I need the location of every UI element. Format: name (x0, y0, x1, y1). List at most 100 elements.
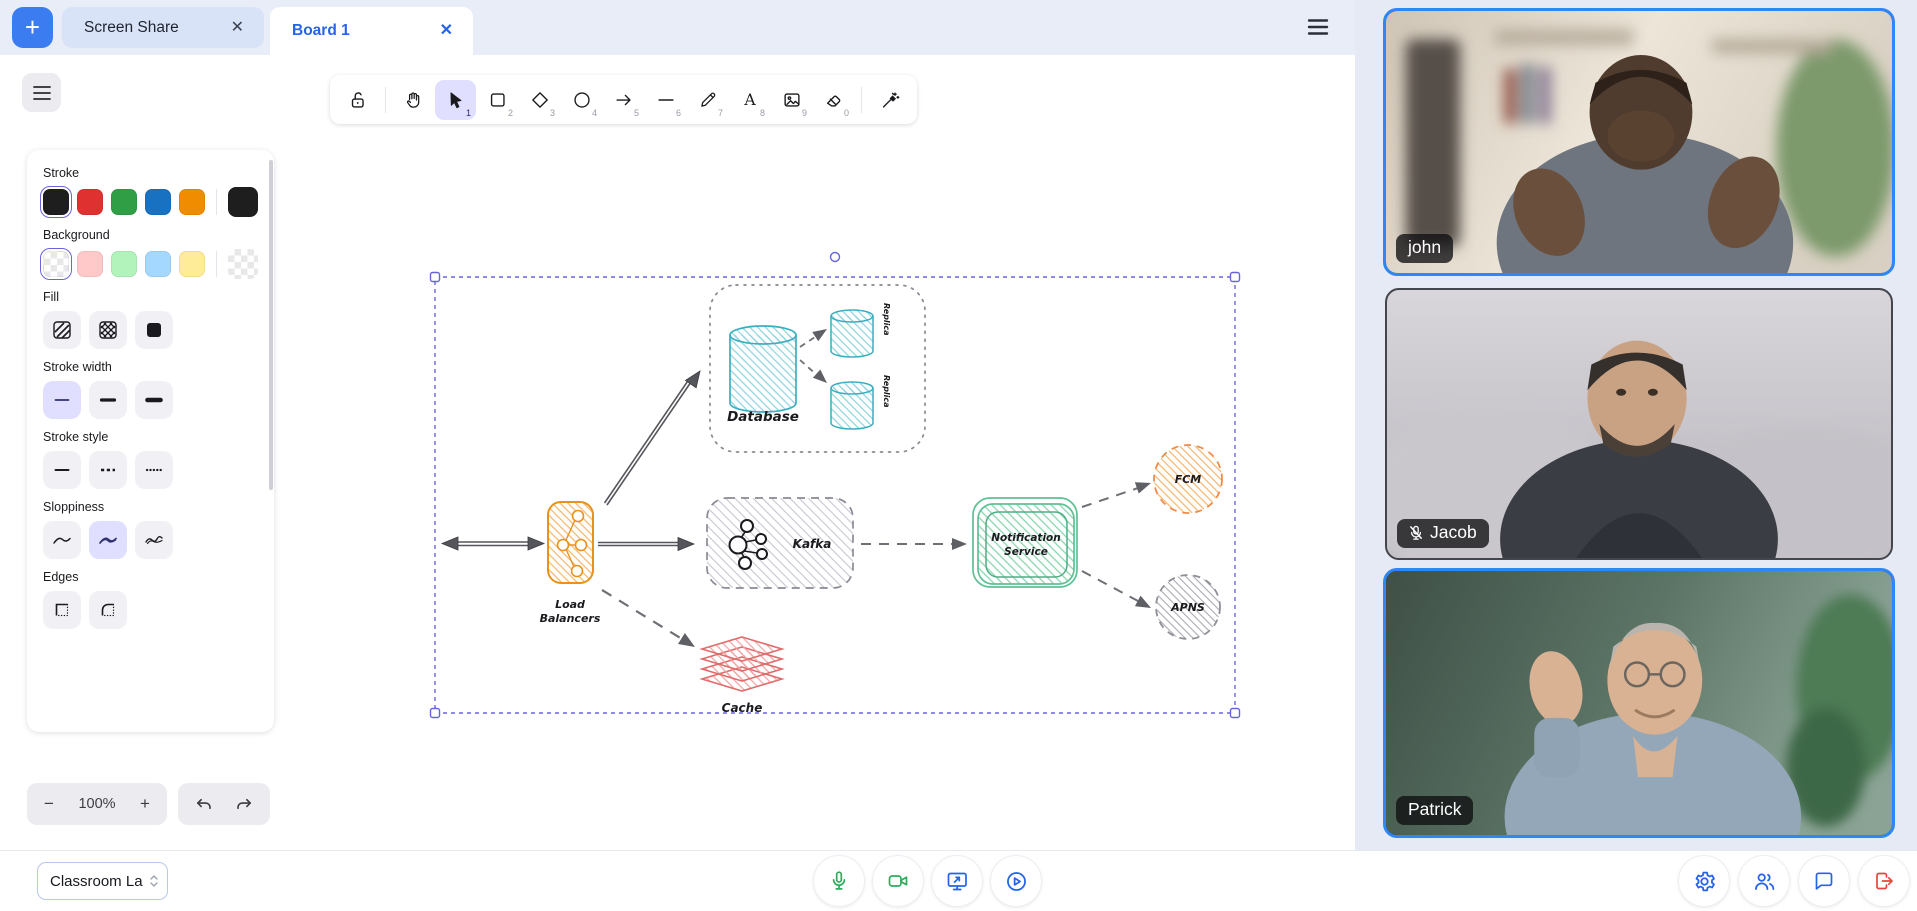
participant-name-badge: Patrick (1396, 796, 1474, 825)
close-icon[interactable]: ✕ (439, 22, 453, 39)
tool-magic-wand[interactable] (869, 80, 910, 120)
bg-color-transparent[interactable] (39, 247, 73, 281)
fill-section: Fill (43, 290, 260, 349)
sloppiness-section: Sloppiness (43, 500, 260, 559)
eraser-icon (826, 94, 840, 107)
add-tab-button[interactable]: + (12, 7, 53, 48)
tool-draw[interactable]: 7 (687, 80, 728, 120)
current-bg-color[interactable] (228, 249, 258, 279)
fill-cross-hatch-button[interactable] (89, 311, 127, 349)
recording-button[interactable] (990, 855, 1042, 907)
stroke-width-thin-button[interactable] (43, 381, 81, 419)
chat-bubble-icon (1815, 872, 1833, 890)
hamburger-icon (1307, 19, 1329, 35)
leave-call-button[interactable] (1858, 855, 1910, 907)
stroke-color-blue[interactable] (145, 189, 171, 215)
lb-to-kafka-arrow[interactable] (598, 536, 696, 552)
tool-rectangle[interactable]: 2 (477, 80, 518, 120)
zoom-out-button[interactable]: − (44, 794, 54, 813)
stroke-style-dotted-button[interactable] (135, 451, 173, 489)
tool-diamond[interactable]: 3 (519, 80, 560, 120)
canvas-menu-button[interactable] (22, 73, 61, 112)
tab-board-1[interactable]: Board 1 ✕ (270, 7, 473, 55)
solid-line-icon (54, 469, 70, 471)
participant-video-jacob[interactable]: Jacob (1385, 288, 1893, 560)
fill-hachure-button[interactable] (43, 311, 81, 349)
current-stroke-color[interactable] (228, 187, 258, 217)
stroke-color-orange[interactable] (179, 189, 205, 215)
pencil-icon (700, 92, 715, 107)
fill-solid-button[interactable] (135, 311, 173, 349)
microphone-button[interactable] (813, 855, 865, 907)
bg-color-yellow[interactable] (179, 251, 205, 277)
screen-share-button[interactable] (931, 855, 983, 907)
round-edges-icon (101, 603, 115, 617)
participant-video-john[interactable]: john (1383, 8, 1895, 276)
notification-label-2: Service (1004, 546, 1048, 558)
apns-node[interactable]: APNS (1155, 574, 1221, 640)
kafka-to-notification-arrow[interactable] (861, 538, 967, 550)
notification-to-fcm-arrow[interactable] (1081, 477, 1153, 508)
cursor-icon (450, 91, 461, 108)
bg-color-green[interactable] (111, 251, 137, 277)
sloppiness-artist-button[interactable] (89, 521, 127, 559)
board-menu-button[interactable] (1306, 16, 1330, 38)
bg-color-pink[interactable] (77, 251, 103, 277)
participant-video-feed (1386, 571, 1892, 835)
tool-hand[interactable] (393, 80, 434, 120)
room-selector[interactable]: Classroom La (37, 862, 168, 900)
selection-handle-top-right[interactable] (1229, 271, 1241, 283)
panel-scrollbar[interactable] (269, 160, 273, 490)
shortcut-label: 1 (465, 107, 471, 118)
bg-color-blue[interactable] (145, 251, 171, 277)
participant-video-patrick[interactable]: Patrick (1383, 568, 1895, 838)
stroke-color-black[interactable] (39, 185, 73, 219)
sloppiness-cartoonist-button[interactable] (135, 521, 173, 559)
undo-button[interactable] (187, 788, 219, 820)
cache-node[interactable]: Cache (699, 636, 785, 715)
client-lb-arrow[interactable] (440, 536, 546, 551)
stroke-style-solid-button[interactable] (43, 451, 81, 489)
redo-button[interactable] (229, 788, 261, 820)
load-balancer-node[interactable]: Load Balancers (540, 501, 601, 625)
tool-line[interactable]: 6 (645, 80, 686, 120)
zoom-in-button[interactable]: + (140, 794, 150, 813)
close-icon[interactable]: ✕ (230, 18, 244, 36)
selection-rotate-handle[interactable] (829, 251, 841, 263)
stroke-width-extrabold-button[interactable] (135, 381, 173, 419)
selection-handle-bottom-right[interactable] (1229, 707, 1241, 719)
edges-round-button[interactable] (89, 591, 127, 629)
camera-button[interactable] (872, 855, 924, 907)
settings-button[interactable] (1678, 855, 1730, 907)
kafka-node[interactable]: Kafka (706, 497, 854, 589)
lb-to-db-arrow[interactable] (603, 367, 706, 506)
stroke-style-dashed-button[interactable] (89, 451, 127, 489)
tool-text[interactable]: A 8 (729, 80, 770, 120)
tool-selection[interactable]: 1 (435, 79, 476, 120)
notification-service-node[interactable]: Notification Service (972, 497, 1078, 588)
tool-eraser[interactable]: 0 (813, 80, 854, 120)
stroke-color-red[interactable] (77, 189, 103, 215)
chat-button[interactable] (1798, 855, 1850, 907)
stroke-color-green[interactable] (111, 189, 137, 215)
selection-box[interactable] (429, 251, 1241, 719)
participants-button[interactable] (1738, 855, 1790, 907)
fcm-node[interactable]: FCM (1153, 444, 1223, 514)
zoom-level[interactable]: 100% (78, 796, 116, 812)
redo-icon (237, 798, 252, 809)
tool-lock[interactable] (337, 80, 378, 120)
edges-sharp-button[interactable] (43, 591, 81, 629)
architecture-diagram[interactable]: Database Replica Replica (420, 240, 1280, 740)
tab-screen-share[interactable]: Screen Share ✕ (62, 7, 264, 48)
tool-arrow[interactable]: 5 (603, 80, 644, 120)
sloppiness-architect-button[interactable] (43, 521, 81, 559)
tool-ellipse[interactable]: 4 (561, 80, 602, 120)
selection-handle-top-left[interactable] (429, 271, 441, 283)
extra-bold-line-icon (145, 397, 163, 403)
notification-to-apns-arrow[interactable] (1081, 570, 1154, 613)
tool-image[interactable]: 9 (771, 80, 812, 120)
selection-handle-bottom-left[interactable] (429, 707, 441, 719)
stroke-width-bold-button[interactable] (89, 381, 127, 419)
database-group[interactable]: Database Replica Replica (709, 284, 926, 453)
lb-to-cache-arrow[interactable] (601, 589, 698, 653)
